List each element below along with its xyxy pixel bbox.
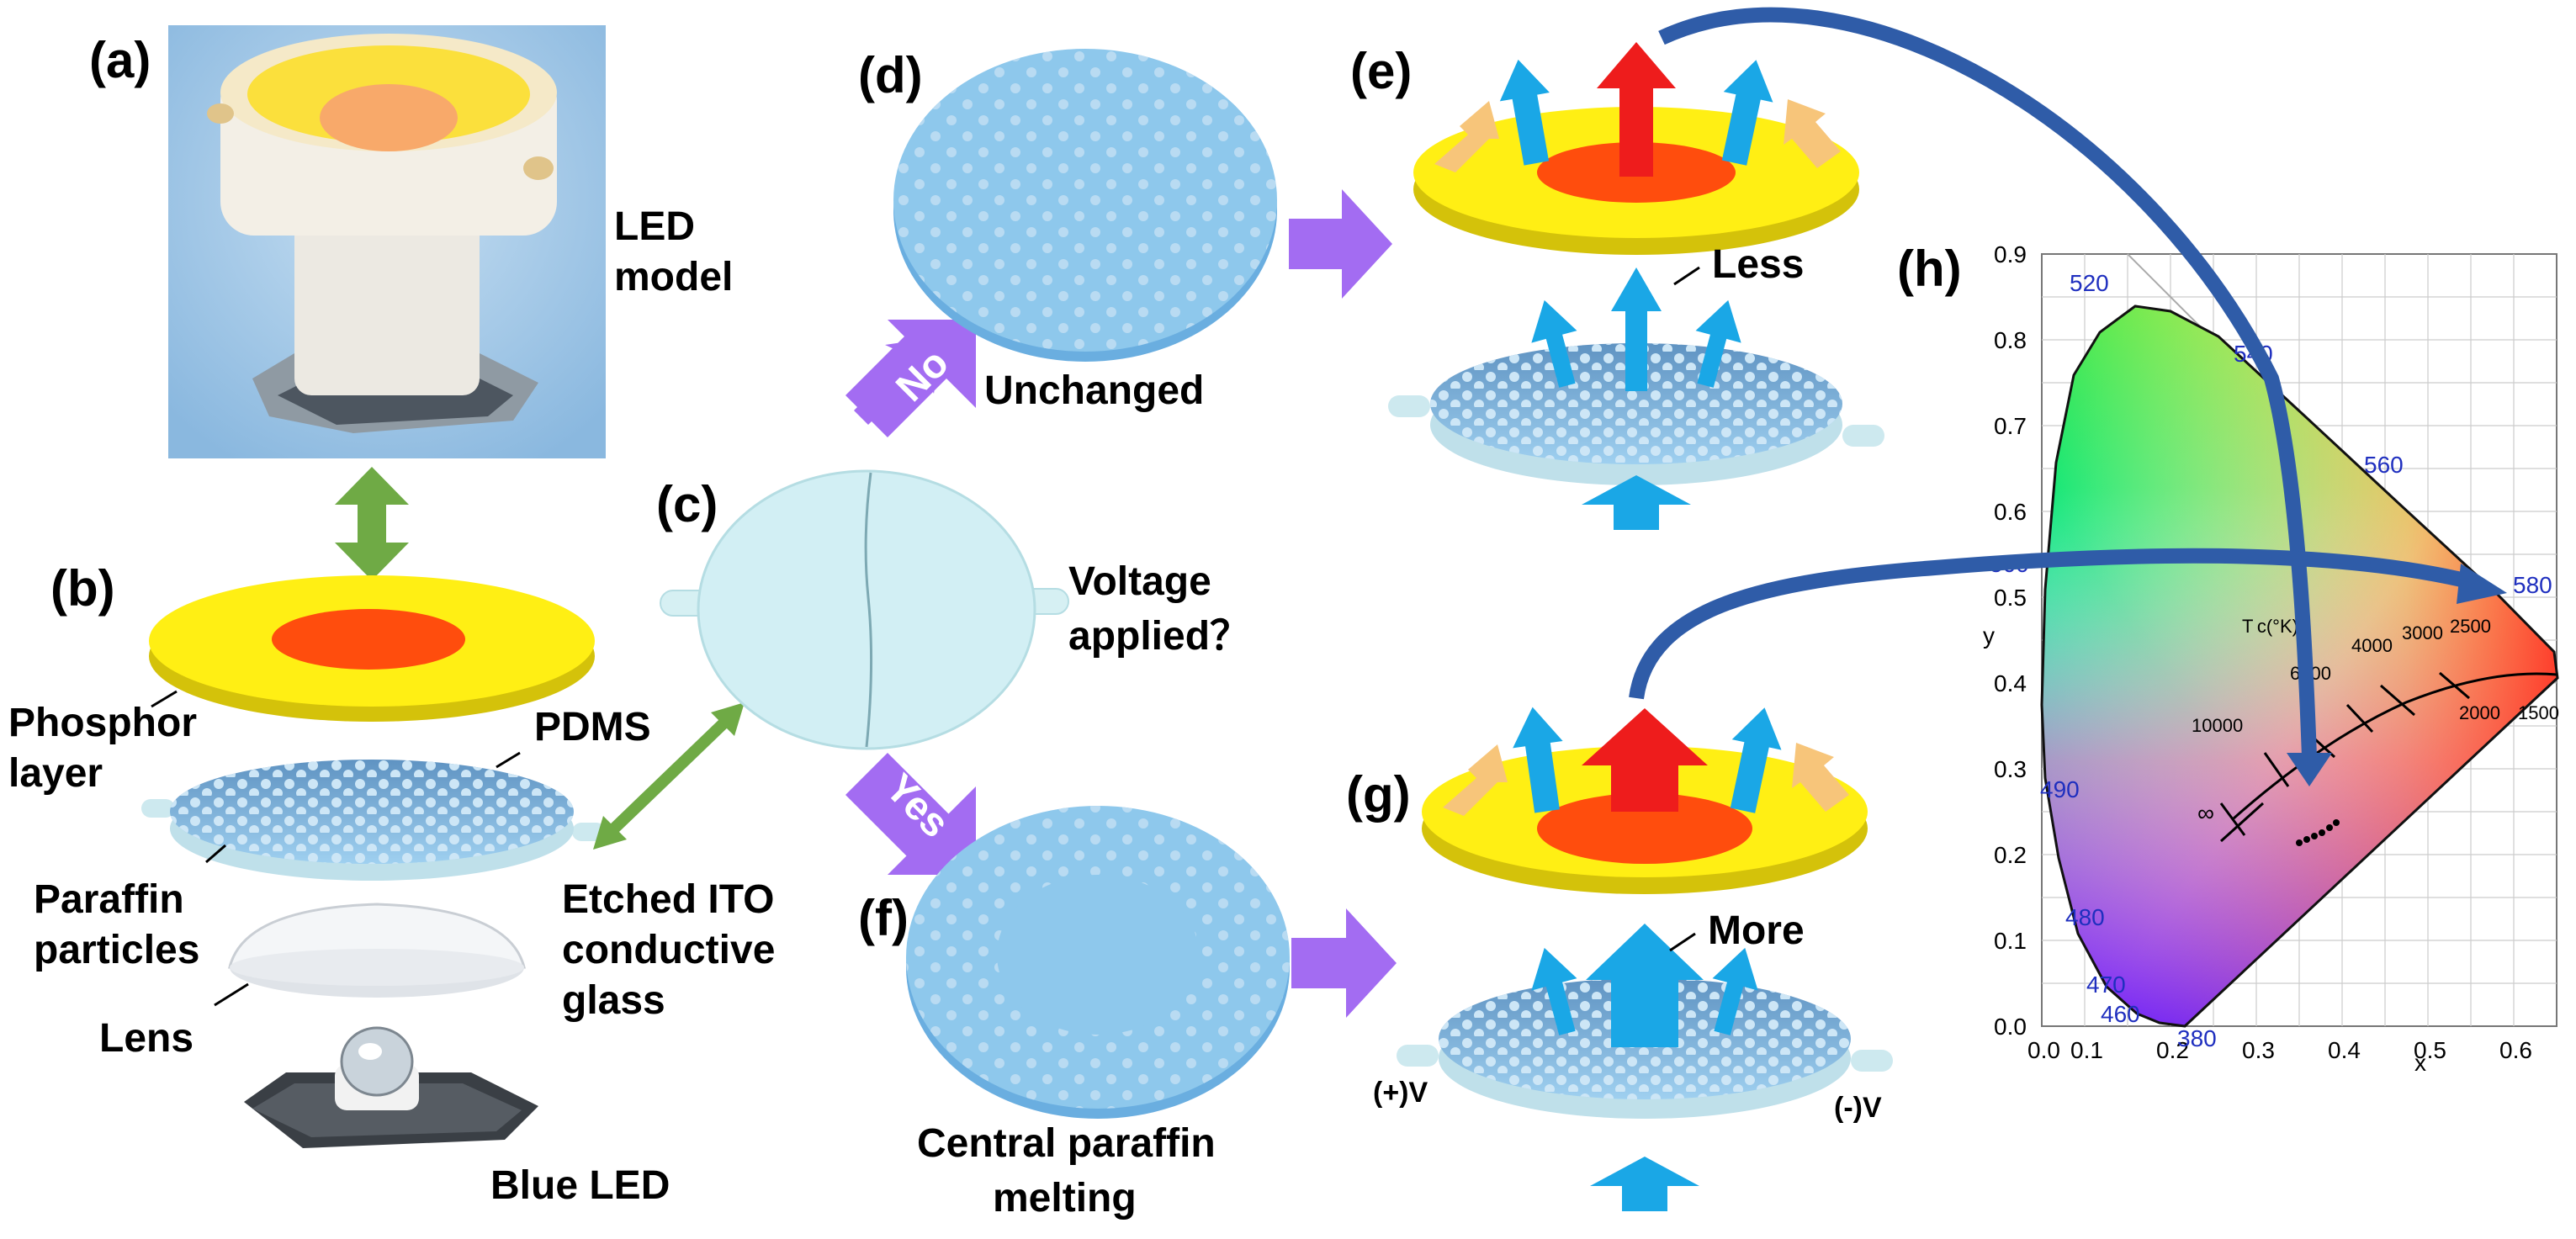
pdms-pointer-line bbox=[496, 751, 521, 769]
lens-label: Lens bbox=[99, 1016, 193, 1061]
e-emission-arrows bbox=[1434, 42, 1841, 177]
svg-text:470: 470 bbox=[2086, 972, 2126, 998]
svg-text:0.3: 0.3 bbox=[1994, 756, 2027, 782]
color-temperature-labels: 10000 6000 4000 3000 2500 2000 1500 bbox=[2192, 616, 2559, 736]
panel-d-label: (d) bbox=[858, 47, 923, 103]
infinity-symbol: ∞ bbox=[2197, 800, 2214, 826]
cie-y-ticks: 0.0 0.1 0.2 0.3 0.4 0.5 0.6 0.7 0.8 0.9 bbox=[1994, 241, 2027, 1040]
process-arrow-d-to-e bbox=[1289, 189, 1392, 299]
more-pointer-line bbox=[1669, 932, 1696, 952]
blue-led-chip bbox=[244, 1026, 538, 1148]
svg-text:2000: 2000 bbox=[2459, 702, 2500, 723]
yes-branch-arrow bbox=[845, 753, 976, 875]
svg-text:0.4: 0.4 bbox=[2328, 1037, 2361, 1063]
svg-text:1500: 1500 bbox=[2518, 702, 2559, 723]
ito-label-line2: conductive bbox=[562, 928, 775, 972]
svg-text:0.5: 0.5 bbox=[2414, 1037, 2446, 1063]
blue-led-label: Blue LED bbox=[490, 1163, 670, 1208]
svg-text:0.2: 0.2 bbox=[1994, 842, 2027, 868]
svg-text:490: 490 bbox=[2040, 776, 2080, 802]
unchanged-caption: Unchanged bbox=[984, 368, 1204, 413]
e-transmitted-blue-arrows bbox=[1531, 267, 1741, 530]
melted-pdms-disc bbox=[906, 806, 1290, 1119]
svg-text:0.1: 0.1 bbox=[2070, 1037, 2103, 1063]
cie-y-axis-label: y bbox=[1983, 622, 1995, 649]
ito-glass-disc bbox=[660, 469, 1069, 750]
svg-text:3000: 3000 bbox=[2402, 622, 2443, 643]
g-transmitted-blue-arrows bbox=[1531, 924, 1758, 1211]
paraffin-label-line1: Paraffin bbox=[34, 877, 184, 922]
svg-text:2500: 2500 bbox=[2450, 616, 2491, 637]
svg-text:0.8: 0.8 bbox=[1994, 327, 2027, 353]
svg-text:10000: 10000 bbox=[2192, 715, 2243, 736]
wavelength-labels: 380 460 470 480 490 500 520 540 560 580 bbox=[1990, 270, 2552, 1051]
led-model-caption-line2: model bbox=[614, 255, 733, 299]
svg-text:520: 520 bbox=[2070, 270, 2109, 296]
test-points bbox=[2296, 819, 2340, 846]
svg-text:460: 460 bbox=[2101, 1001, 2140, 1027]
more-label: More bbox=[1708, 908, 1805, 953]
svg-text:4000: 4000 bbox=[2351, 635, 2393, 656]
svg-text:0.5: 0.5 bbox=[1994, 585, 2027, 611]
svg-text:0.0: 0.0 bbox=[1994, 1014, 2027, 1040]
phosphor-layer-disc bbox=[149, 575, 595, 722]
melting-caption-line1: Central paraffin bbox=[917, 1121, 1216, 1166]
less-label: Less bbox=[1712, 242, 1804, 287]
phosphor-pointer-line bbox=[151, 690, 178, 708]
svg-text:0.1: 0.1 bbox=[1994, 928, 2027, 954]
svg-text:480: 480 bbox=[2065, 904, 2105, 930]
e-to-cie-link-arrow bbox=[1658, 7, 2332, 786]
process-arrow-f-to-g bbox=[1291, 908, 1397, 1018]
photo-to-assembly-link-arrow bbox=[335, 467, 409, 580]
pdms-label: PDMS bbox=[534, 705, 651, 749]
led-model-caption-line1: LED bbox=[614, 204, 695, 249]
ito-to-glass-link-arrow bbox=[593, 702, 745, 850]
paraffin-label-line2: particles bbox=[34, 928, 199, 972]
cie-x-axis-label: x bbox=[2414, 1050, 2426, 1076]
svg-text:0.3: 0.3 bbox=[2242, 1037, 2275, 1063]
svg-text:0.7: 0.7 bbox=[1994, 413, 2027, 439]
no-branch-arrow bbox=[845, 320, 976, 437]
voltage-question-line1: Voltage bbox=[1068, 559, 1211, 604]
paraffin-pointer-line bbox=[205, 844, 226, 864]
voltage-question-line2: applied？ bbox=[1068, 614, 1250, 659]
led-model-photo bbox=[168, 25, 606, 458]
svg-text:0.9: 0.9 bbox=[1994, 241, 2027, 267]
planckian-locus bbox=[2219, 671, 2557, 843]
g-emission-arrows bbox=[1443, 707, 1849, 816]
phosphor-label-line1: Phosphor bbox=[8, 701, 197, 745]
svg-text:0.6: 0.6 bbox=[1994, 499, 2027, 525]
panel-b-label: (b) bbox=[50, 560, 115, 617]
svg-text:580: 580 bbox=[2513, 572, 2552, 598]
negative-terminal-label: (-)V bbox=[1834, 1092, 1882, 1124]
svg-text:0.0: 0.0 bbox=[2027, 1037, 2060, 1063]
panel-e-label: (e) bbox=[1350, 43, 1412, 99]
less-pointer-line bbox=[1673, 266, 1700, 286]
spectral-locus bbox=[2040, 304, 2559, 1028]
panel-a-label: (a) bbox=[89, 32, 151, 88]
lens-dome bbox=[228, 903, 526, 998]
svg-text:0.2: 0.2 bbox=[2156, 1037, 2189, 1063]
g-to-cie-link-arrow bbox=[1629, 548, 2507, 700]
svg-text:0.6: 0.6 bbox=[2499, 1037, 2532, 1063]
svg-text:380: 380 bbox=[2177, 1025, 2217, 1051]
ito-label-line3: glass bbox=[562, 978, 665, 1023]
ito-label-line1: Etched ITO bbox=[562, 877, 775, 922]
panel-h-label: (h) bbox=[1897, 241, 1962, 297]
pdms-disc bbox=[141, 760, 606, 881]
phosphor-label-line2: layer bbox=[8, 751, 103, 796]
positive-terminal-label: (+)V bbox=[1373, 1077, 1428, 1109]
melting-caption-line2: melting bbox=[993, 1176, 1137, 1220]
panel-g-label: (g) bbox=[1346, 766, 1411, 823]
cie-x-ticks: 0.0 0.1 0.2 0.3 0.4 0.5 0.6 bbox=[2027, 1037, 2532, 1063]
e-pdms-disc bbox=[1388, 343, 1884, 485]
svg-text:0.4: 0.4 bbox=[1994, 670, 2027, 696]
svg-text:560: 560 bbox=[2364, 452, 2404, 478]
panel-c-label: (c) bbox=[656, 476, 718, 532]
planckian-label: T c(°K) bbox=[2242, 616, 2298, 637]
lens-pointer-line bbox=[214, 982, 249, 1007]
unchanged-pdms-disc bbox=[893, 49, 1277, 362]
panel-f-label: (f) bbox=[858, 890, 909, 946]
